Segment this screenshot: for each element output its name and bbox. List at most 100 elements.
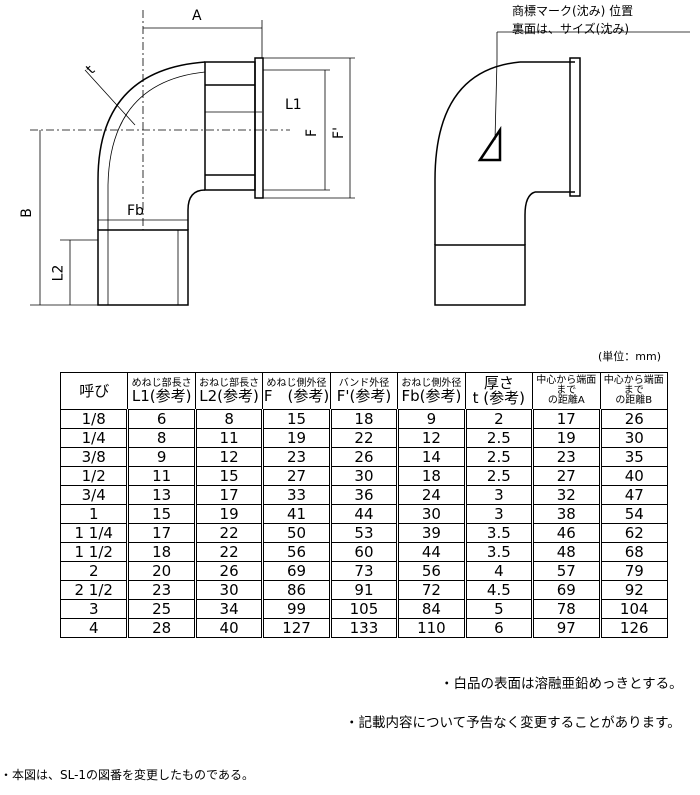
dim-label-f: F bbox=[304, 128, 321, 138]
table-cell: 30 bbox=[396, 504, 466, 524]
table-cell: 15 bbox=[126, 504, 196, 524]
table-cell: 11 bbox=[193, 428, 264, 448]
table-cell: 25 bbox=[126, 599, 196, 619]
dim-label-a: A bbox=[192, 8, 202, 24]
header-bottom: t (参考) bbox=[472, 389, 526, 407]
size-mark-label: 裏面は、サイズ(沈み) bbox=[512, 22, 630, 36]
header-bottom: L2(参考) bbox=[199, 386, 259, 405]
table-cell: 40 bbox=[598, 466, 668, 486]
table-cell: 54 bbox=[598, 504, 668, 524]
note-drawing-number: ・本図は、SL-1の図番を変更したものである。 bbox=[0, 768, 254, 782]
column-header: 中心から端面までの距離B bbox=[599, 372, 668, 410]
table-cell: 68 bbox=[598, 542, 668, 562]
table-cell: 30 bbox=[328, 466, 399, 486]
table-cell: 36 bbox=[328, 485, 399, 505]
table-cell: 19 bbox=[531, 428, 601, 448]
table-cell: 2 bbox=[59, 561, 129, 581]
table-cell: 15 bbox=[261, 409, 331, 429]
table-cell: 3/4 bbox=[59, 485, 129, 505]
table-cell: 22 bbox=[193, 523, 264, 543]
table-cell: 17 bbox=[531, 409, 601, 429]
table-cell: 41 bbox=[261, 504, 331, 524]
table-cell: 22 bbox=[328, 428, 399, 448]
table-cell: 40 bbox=[193, 618, 264, 638]
table-cell: 4.5 bbox=[463, 580, 534, 600]
table-cell: 72 bbox=[396, 580, 466, 600]
table-cell: 1 1/4 bbox=[59, 523, 129, 543]
table-cell: 3.5 bbox=[463, 523, 534, 543]
table-cell: 8 bbox=[193, 409, 264, 429]
table-cell: 9 bbox=[126, 447, 196, 467]
unit-label: (単位：mm) bbox=[598, 350, 662, 363]
header-top: おねじ部長さ bbox=[199, 377, 260, 389]
table-cell: 3/8 bbox=[59, 447, 129, 467]
header-top: めねじ側外径 bbox=[266, 377, 327, 389]
table-cell: 35 bbox=[598, 447, 668, 467]
table-cell: 9 bbox=[396, 409, 466, 429]
table-cell: 1/4 bbox=[59, 428, 129, 448]
table-cell: 91 bbox=[328, 580, 399, 600]
table-cell: 18 bbox=[126, 542, 196, 562]
elbow-exterior-view bbox=[434, 31, 690, 306]
table-cell: 2 bbox=[463, 409, 534, 429]
dim-label-b: B bbox=[18, 208, 35, 218]
table-cell: 34 bbox=[193, 599, 264, 619]
table-cell: 27 bbox=[531, 466, 601, 486]
table-cell: 22 bbox=[193, 542, 264, 562]
table-cell: 19 bbox=[193, 504, 264, 524]
header-top: 呼び bbox=[79, 381, 110, 400]
table-cell: 32 bbox=[531, 485, 601, 505]
table-cell: 12 bbox=[193, 447, 264, 467]
table-cell: 24 bbox=[396, 485, 466, 505]
dim-label-l1: L1 bbox=[285, 97, 302, 113]
table-cell: 56 bbox=[396, 561, 466, 581]
table-cell: 2 1/2 bbox=[59, 580, 129, 600]
table-cell: 33 bbox=[261, 485, 331, 505]
table-cell: 133 bbox=[328, 618, 399, 638]
centerlines bbox=[30, 10, 290, 230]
table-cell: 4 bbox=[59, 618, 129, 638]
table-cell: 6 bbox=[463, 618, 534, 638]
table-cell: 3 bbox=[59, 599, 129, 619]
trademark-position-label: 商標マーク(沈み) 位置 bbox=[512, 4, 634, 18]
table-cell: 26 bbox=[598, 409, 668, 429]
table-cell: 26 bbox=[193, 561, 264, 581]
table-cell: 2.5 bbox=[463, 428, 534, 448]
table-cell: 92 bbox=[598, 580, 668, 600]
table-cell: 11 bbox=[126, 466, 196, 486]
table-cell: 14 bbox=[396, 447, 466, 467]
header-bottom: L1(参考) bbox=[131, 386, 192, 405]
table-cell: 5 bbox=[463, 599, 534, 619]
table-cell: 2.5 bbox=[463, 447, 534, 467]
table-cell: 84 bbox=[396, 599, 466, 619]
table-cell: 23 bbox=[261, 447, 331, 467]
table-cell: 1 1/2 bbox=[59, 542, 129, 562]
table-cell: 23 bbox=[531, 447, 601, 467]
table-cell: 26 bbox=[328, 447, 399, 467]
header-bottom: の距離B bbox=[615, 395, 653, 406]
table-cell: 18 bbox=[328, 409, 399, 429]
table-cell: 53 bbox=[328, 523, 399, 543]
table-cell: 39 bbox=[396, 523, 466, 543]
table-cell: 56 bbox=[261, 542, 331, 562]
table-cell: 17 bbox=[126, 523, 196, 543]
table-cell: 30 bbox=[193, 580, 264, 600]
table-cell: 44 bbox=[396, 542, 466, 562]
